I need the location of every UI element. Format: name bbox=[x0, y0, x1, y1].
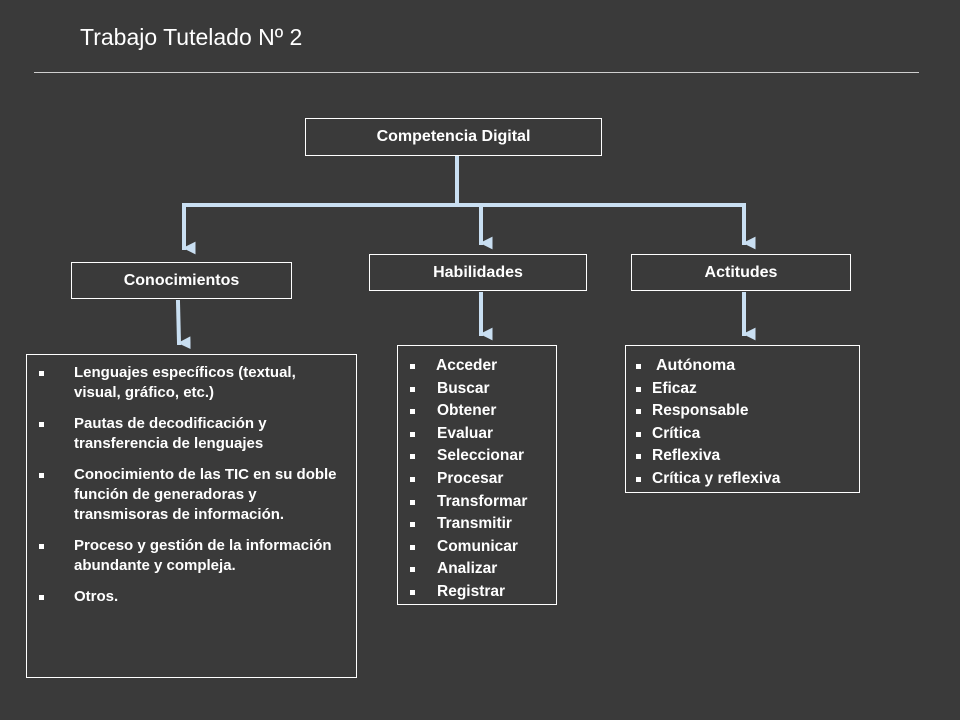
list-item-text: Eficaz bbox=[652, 379, 697, 397]
square-bullet-icon bbox=[39, 544, 44, 549]
list-item: Reflexiva bbox=[626, 445, 855, 468]
square-bullet-icon bbox=[636, 431, 641, 437]
conocimientos-list-box: Lenguajes específicos (textual, visual, … bbox=[26, 354, 357, 678]
square-bullet-icon bbox=[410, 499, 415, 505]
list-item: Registrar bbox=[398, 581, 552, 604]
list-item: Comunicar bbox=[398, 536, 552, 559]
square-bullet-icon bbox=[410, 364, 415, 369]
square-bullet-icon bbox=[410, 386, 415, 392]
list-item: Transmitir bbox=[398, 513, 552, 536]
square-bullet-icon bbox=[636, 454, 641, 460]
title-divider bbox=[34, 72, 919, 73]
list-item-text: Pautas de decodificación y transferencia… bbox=[74, 415, 267, 452]
list-item-text: Buscar bbox=[437, 379, 490, 397]
square-bullet-icon bbox=[410, 454, 415, 460]
habilidades-list-box: Acceder Buscar Obtener Evaluar Seleccion… bbox=[397, 345, 557, 605]
square-bullet-icon bbox=[410, 567, 415, 573]
list-item-text: Transmitir bbox=[437, 515, 512, 533]
list-item-text: Reflexiva bbox=[652, 447, 721, 465]
square-bullet-icon bbox=[636, 409, 641, 415]
conocimientos-list: Lenguajes específicos (textual, visual, … bbox=[27, 363, 344, 607]
list-item: Procesar bbox=[398, 468, 552, 491]
list-item-text: Registrar bbox=[437, 582, 506, 600]
node-habilidades: Habilidades bbox=[369, 254, 587, 291]
square-bullet-icon bbox=[410, 409, 415, 415]
list-item-text: Obtener bbox=[437, 402, 497, 420]
list-item-text: Acceder bbox=[436, 357, 498, 374]
list-item-text: Comunicar bbox=[437, 537, 518, 555]
list-item-text: Procesar bbox=[437, 469, 504, 487]
list-item: Pautas de decodificación y transferencia… bbox=[27, 414, 344, 454]
list-item-text: Otros. bbox=[74, 588, 119, 605]
root-node-competencia-digital: Competencia Digital bbox=[305, 118, 602, 156]
list-item-text: Transformar bbox=[437, 492, 528, 510]
list-item: Analizar bbox=[398, 558, 552, 581]
square-bullet-icon bbox=[410, 522, 415, 528]
list-item: Transformar bbox=[398, 491, 552, 514]
list-item: Eficaz bbox=[626, 378, 855, 401]
node-actitudes: Actitudes bbox=[631, 254, 851, 291]
square-bullet-icon bbox=[39, 595, 44, 600]
list-item-text: Crítica bbox=[652, 424, 701, 442]
list-item: Responsable bbox=[626, 400, 855, 423]
square-bullet-icon bbox=[636, 476, 641, 482]
list-item-text: Lenguajes específicos (textual, visual, … bbox=[74, 364, 296, 401]
square-bullet-icon bbox=[636, 386, 641, 392]
list-item-text: Conocimiento de las TIC en su doble func… bbox=[74, 466, 337, 523]
list-item: Conocimiento de las TIC en su doble func… bbox=[27, 465, 344, 525]
list-item: Acceder bbox=[398, 355, 552, 378]
actitudes-list-box: Autónoma Eficaz Responsable Crítica Refl… bbox=[625, 345, 860, 493]
square-bullet-icon bbox=[410, 589, 415, 595]
list-item: Evaluar bbox=[398, 423, 552, 446]
square-bullet-icon bbox=[410, 544, 415, 550]
square-bullet-icon bbox=[39, 371, 44, 376]
square-bullet-icon bbox=[39, 473, 44, 478]
slide-title: Trabajo Tutelado Nº 2 bbox=[80, 24, 303, 50]
node-conocimientos: Conocimientos bbox=[71, 262, 292, 299]
habilidades-list: Acceder Buscar Obtener Evaluar Seleccion… bbox=[398, 355, 552, 604]
list-item-text: Proceso y gestión de la información abun… bbox=[74, 537, 332, 574]
list-item-text: Evaluar bbox=[437, 424, 494, 442]
square-bullet-icon bbox=[39, 422, 44, 427]
square-bullet-icon bbox=[410, 476, 415, 482]
list-item: Buscar bbox=[398, 378, 552, 401]
list-item: Otros. bbox=[27, 587, 344, 607]
list-item-text: Crítica y reflexiva bbox=[652, 469, 781, 487]
list-item-text: Autónoma bbox=[656, 357, 736, 374]
actitudes-list: Autónoma Eficaz Responsable Crítica Refl… bbox=[626, 355, 855, 491]
list-item-text: Analizar bbox=[437, 560, 498, 578]
square-bullet-icon bbox=[410, 431, 415, 437]
arrow-conocimientos-list bbox=[175, 299, 191, 350]
list-item-text: Seleccionar bbox=[437, 447, 525, 465]
list-item: Crítica bbox=[626, 423, 855, 446]
list-item: Autónoma bbox=[626, 355, 855, 378]
list-item: Obtener bbox=[398, 400, 552, 423]
list-item-text: Responsable bbox=[652, 402, 749, 420]
list-item: Lenguajes específicos (textual, visual, … bbox=[27, 363, 344, 403]
square-bullet-icon bbox=[636, 364, 641, 369]
list-item: Seleccionar bbox=[398, 445, 552, 468]
list-item: Proceso y gestión de la información abun… bbox=[27, 536, 344, 576]
list-item: Crítica y reflexiva bbox=[626, 468, 855, 491]
